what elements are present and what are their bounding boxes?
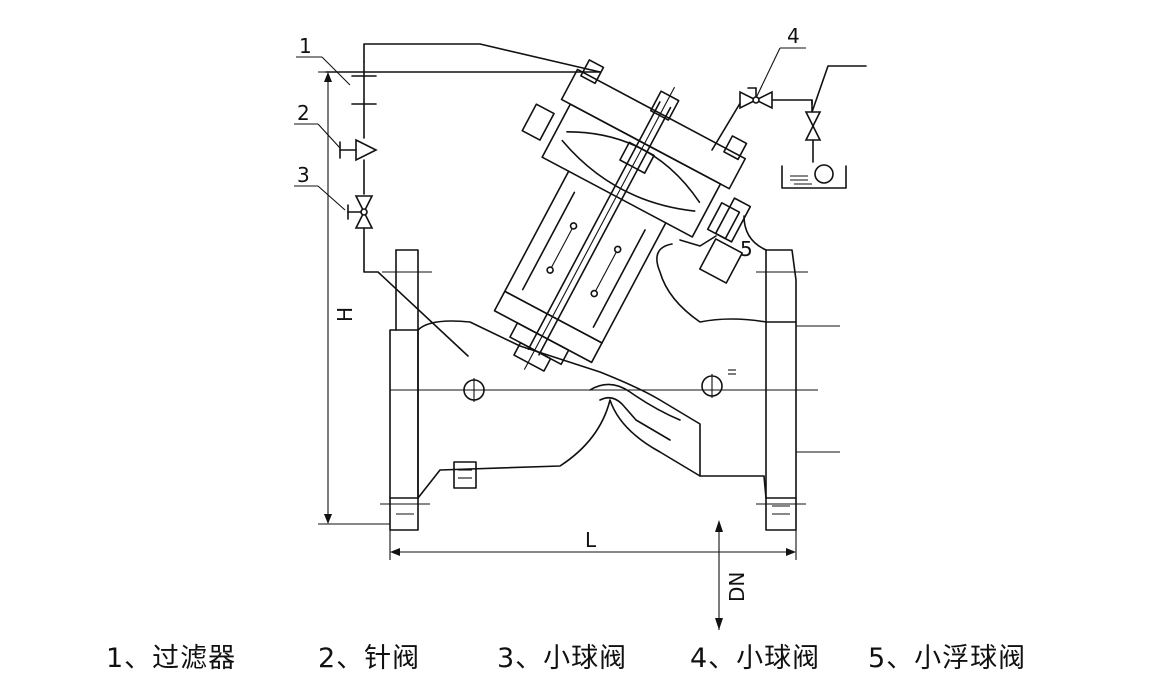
callout-2-label: 2 — [297, 101, 310, 125]
legend-item-float-valve: 5、小浮球阀 — [868, 643, 1027, 674]
actuator — [493, 59, 748, 372]
legend-item-ball-valve-3: 3、小球阀 — [497, 643, 628, 674]
legend: 1、过滤器 2、针阀 3、小球阀 4、小球阀 5、小浮球阀 — [0, 636, 1158, 680]
valve-diagram: 1 2 3 4 5 — [294, 24, 867, 630]
float-tank — [781, 164, 847, 189]
callout-4-label: 4 — [787, 24, 800, 48]
height-label: H — [333, 307, 357, 322]
dimension-diameter: DN — [715, 520, 749, 630]
float-ball — [814, 164, 834, 184]
legend-item-needle-valve: 2、针阀 — [318, 643, 421, 674]
float-line-valve — [804, 111, 822, 163]
callout-3: 3 — [294, 163, 346, 211]
dimension-length: L — [389, 528, 797, 560]
left-flange — [389, 329, 419, 499]
callout-3-label: 3 — [297, 163, 310, 187]
callout-2: 2 — [294, 101, 341, 149]
valve-disc — [493, 290, 603, 364]
dimension-height: H — [318, 71, 390, 525]
float-valve-5 — [679, 197, 752, 284]
legend-item-ball-valve-4: 4、小球阀 — [690, 643, 821, 674]
pilot-line-right — [711, 65, 867, 189]
right-flange — [765, 321, 797, 499]
valve-body — [380, 215, 840, 531]
callout-1-label: 1 — [299, 34, 312, 58]
diaphragm-chamber — [541, 103, 722, 238]
ball-valve-4 — [739, 87, 773, 110]
pilot-line-left — [325, 43, 601, 357]
ball-valve-3 — [347, 195, 374, 229]
legend-item-filter: 1、过滤器 — [106, 643, 237, 674]
callout-4: 4 — [755, 24, 806, 99]
diameter-label: DN — [725, 572, 749, 602]
callout-1: 1 — [296, 34, 351, 86]
callout-5-label: 5 — [740, 237, 753, 261]
actuator-cover — [560, 68, 747, 190]
length-label: L — [585, 528, 597, 552]
needle-valve — [339, 138, 378, 162]
callout-5: 5 — [740, 237, 753, 261]
